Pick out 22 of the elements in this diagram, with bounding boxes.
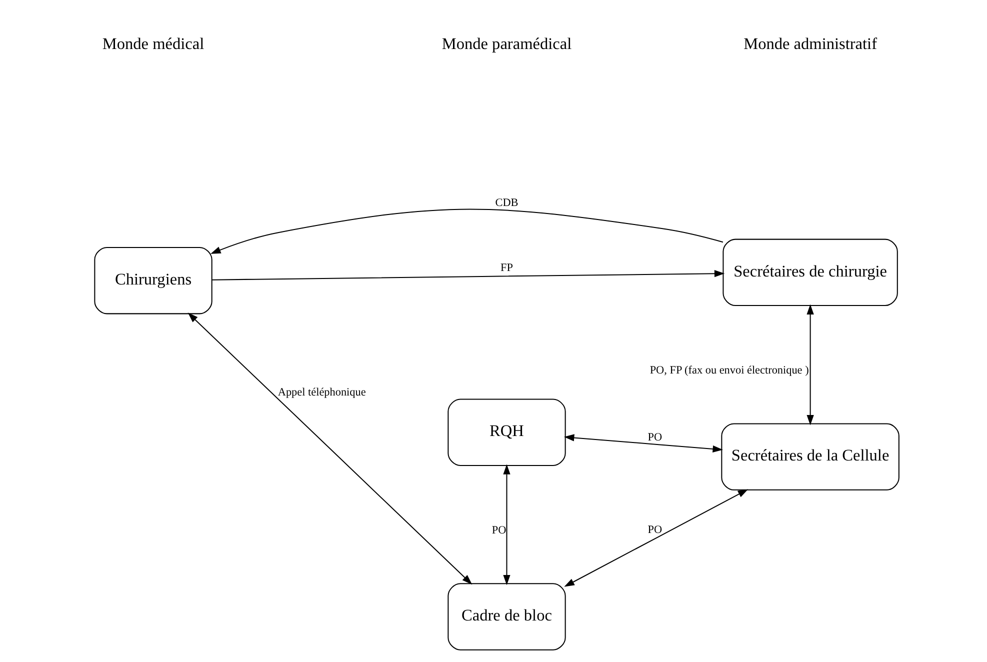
arrow — [564, 489, 748, 587]
arrow — [806, 304, 814, 426]
arrow — [212, 270, 725, 280]
edge-label: PO — [648, 431, 662, 444]
label: Monde administratif — [744, 34, 877, 54]
arrow — [188, 312, 472, 585]
edge-label: FP — [500, 262, 513, 274]
node-box: Secrétaires de la Cellule — [721, 423, 900, 490]
node-box: RQH — [448, 398, 566, 466]
node-box: Cadre de bloc — [448, 583, 566, 650]
label: Monde médical — [102, 34, 204, 54]
edge-label: Appel téléphonique — [278, 386, 366, 398]
node-box: Chirurgiens — [94, 246, 212, 314]
edge-label: PO, FP (fax ou envoi électronique ) — [650, 364, 809, 376]
label: Monde paramédical — [442, 34, 572, 54]
arrow — [503, 464, 510, 586]
arrow — [210, 208, 724, 254]
node-box: Secrétaires de chirurgie — [722, 238, 898, 306]
edge-label: CDB — [495, 197, 518, 210]
arrow — [564, 434, 723, 453]
edge-label: PO — [492, 524, 506, 536]
edge-label: PO — [648, 524, 662, 536]
